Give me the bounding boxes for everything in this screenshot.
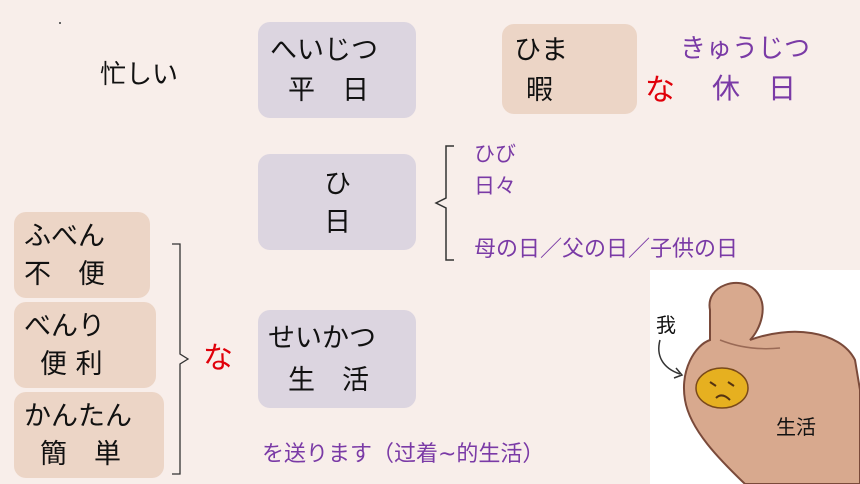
- fuben-kana: ふべん: [24, 221, 105, 252]
- benri-kana: べんり: [24, 311, 105, 342]
- kantan-kana: かんたん: [24, 401, 132, 432]
- days-list: 母の日／父の日／子供の日: [474, 237, 739, 262]
- brace-hi: [434, 145, 454, 261]
- hi-card: ひ 日: [258, 154, 416, 250]
- kantan-kanji: 簡 単: [40, 439, 121, 470]
- hima-card: ひま 暇: [502, 24, 637, 114]
- hima-kanji: 暇: [526, 75, 553, 106]
- heijitsu-kana: へいじつ: [270, 35, 378, 66]
- hi-kana: ひ: [324, 169, 351, 200]
- hima-kana: ひま: [514, 35, 568, 66]
- benri-card: べんり 便 利: [14, 302, 156, 388]
- seikatsu-kana: せいかつ: [268, 323, 376, 354]
- hibi-kanji: 日々: [474, 174, 516, 198]
- heijitsu-kanji: 平 日: [288, 75, 369, 106]
- sentence-wo-okurimasu: を送ります（过着~的生活）: [262, 442, 545, 467]
- label-me: 我: [656, 313, 676, 337]
- hi-kanji: 日: [324, 207, 351, 238]
- hibi-kana: ひび: [474, 142, 516, 166]
- kyuujitsu-kanji: 休 日: [712, 72, 797, 105]
- hand-pinch-icon: 我 生活: [656, 281, 860, 484]
- kantan-card: かんたん 簡 単: [14, 392, 164, 478]
- heijitsu-card: へいじつ 平 日: [258, 22, 416, 118]
- na-particle-top: な: [645, 73, 675, 108]
- kyuujitsu-kana: きゅうじつ: [680, 34, 811, 64]
- fuben-kanji: 不 便: [24, 259, 105, 290]
- label-life: 生活: [776, 415, 816, 439]
- corner-dot: [59, 22, 61, 24]
- seikatsu-card: せいかつ 生 活: [258, 310, 416, 408]
- benri-kanji: 便 利: [40, 349, 103, 380]
- brace-left: [172, 243, 190, 475]
- busy-word: 忙しい: [100, 60, 179, 90]
- na-particle-left: な: [203, 341, 233, 376]
- hand-illustration: 我 生活: [650, 270, 860, 484]
- seikatsu-kanji: 生 活: [288, 365, 369, 396]
- fuben-card: ふべん 不 便: [14, 212, 150, 298]
